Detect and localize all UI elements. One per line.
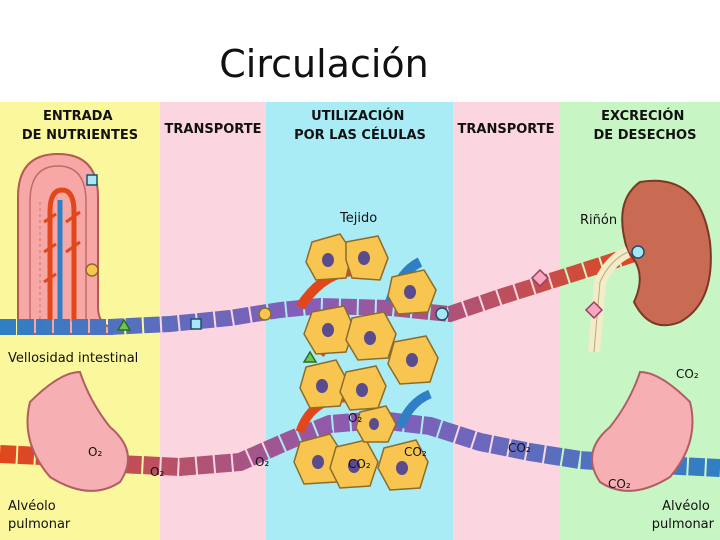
header-transport-right: TRANSPORTE	[458, 122, 555, 137]
gas-co2-tissue: CO₂	[348, 457, 371, 471]
header-transport-left: TRANSPORTE	[165, 122, 262, 137]
gas-o2-left: O₂	[88, 445, 102, 459]
header-nutrients: ENTRADA DE NUTRIENTES	[22, 109, 138, 143]
header-excretion: EXCRECIÓN DE DESECHOS	[594, 108, 697, 143]
gas-o2-transport: O₂	[255, 455, 269, 469]
column-transport-right	[453, 102, 560, 540]
label-tissue: Tejido	[339, 211, 377, 226]
nutrient-markers	[85, 174, 645, 363]
label-kidney: Riñón	[580, 213, 617, 228]
header-cells: UTILIZACIÓN POR LAS CÉLULAS	[294, 108, 426, 143]
gas-co2-transport: CO₂	[508, 441, 531, 455]
label-alveolus-right: Alvéolo pulmonar	[652, 499, 715, 532]
alveolus-right	[591, 370, 694, 492]
label-villus: Vellosidad intestinal	[8, 351, 138, 366]
gas-o2-vessel: O₂	[150, 465, 164, 479]
gas-co2-kidney: CO₂	[676, 367, 699, 381]
slide-title: Circulación	[219, 42, 429, 86]
gas-co2-out: CO₂	[404, 445, 427, 459]
circulation-diagram: ENTRADA DE NUTRIENTES TRANSPORTE UTILIZA…	[0, 102, 720, 540]
gas-co2-right: CO₂	[608, 477, 631, 491]
alveolus-left	[26, 370, 129, 492]
tissue-cells	[293, 233, 439, 491]
gas-o2-tissue: O₂	[348, 411, 362, 425]
kidney	[588, 179, 712, 353]
label-alveolus-left: Alvéolo pulmonar	[8, 499, 71, 532]
